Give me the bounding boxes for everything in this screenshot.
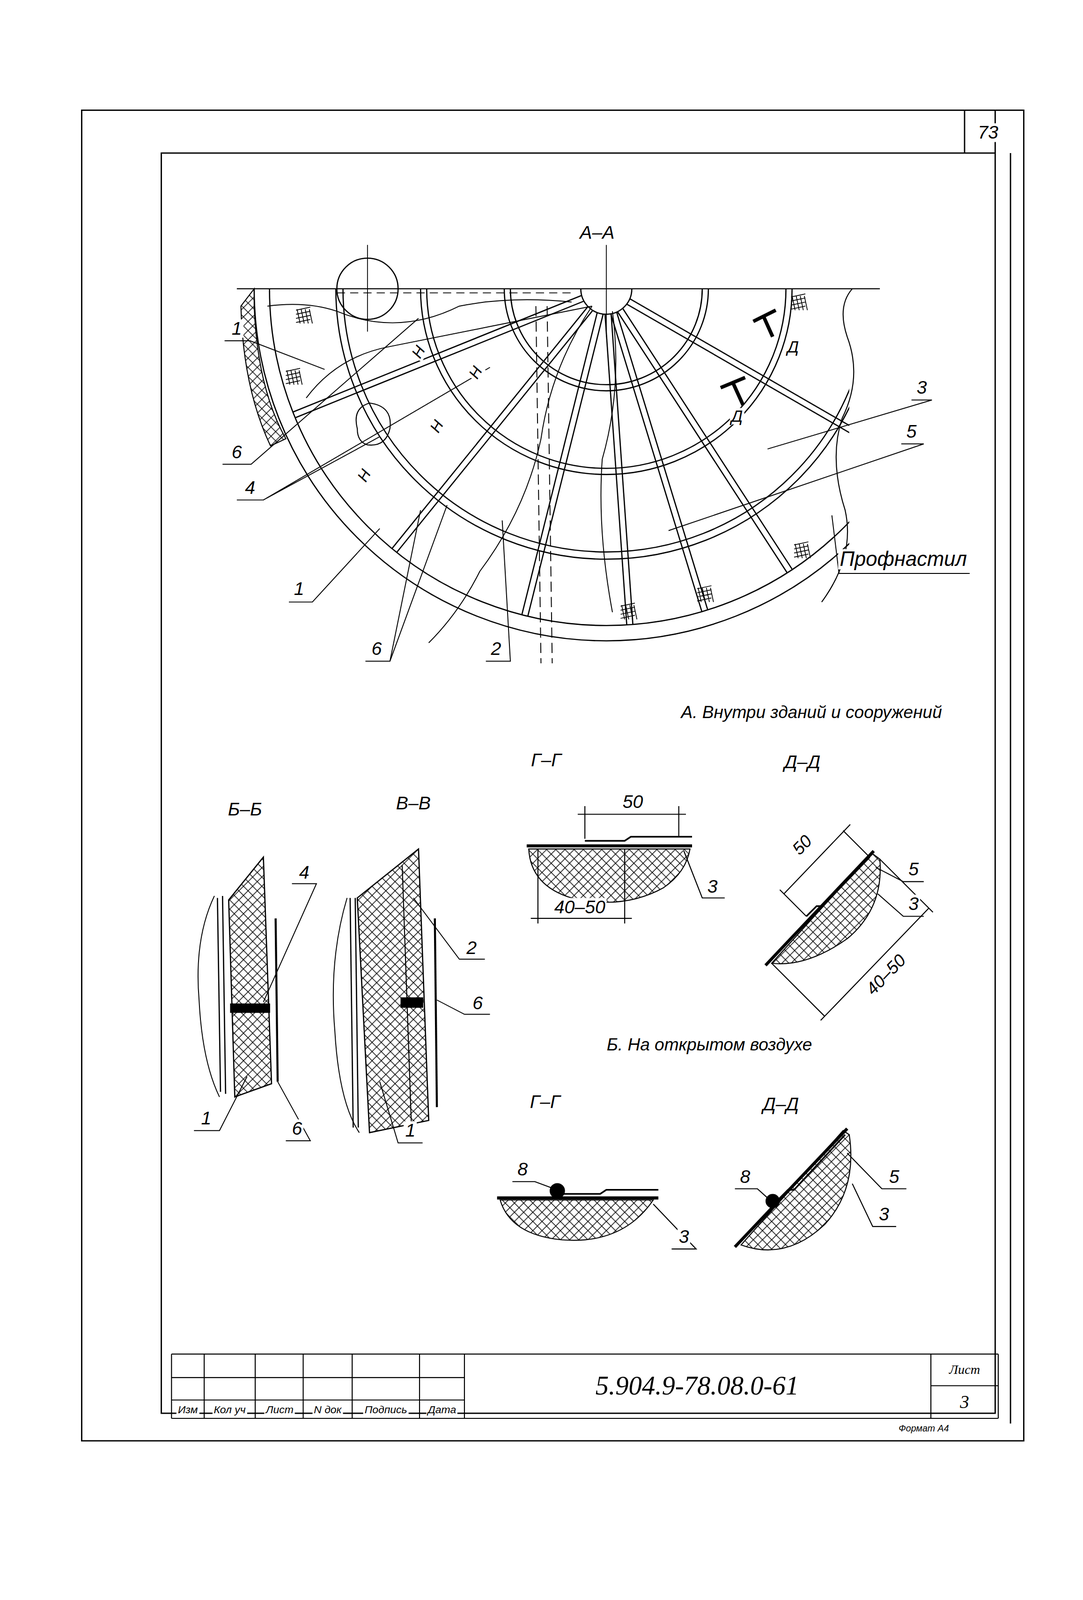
callout-label: Лист <box>947 1362 982 1377</box>
callout-label: 5 <box>906 860 921 879</box>
callout-label: 6 <box>471 994 485 1013</box>
rib <box>629 298 849 455</box>
leader-lines <box>222 318 970 662</box>
callout-label: 4 <box>297 863 311 882</box>
callout-label: В–В <box>394 794 433 813</box>
mesh-symbol <box>794 541 811 559</box>
callout-label: 8 <box>738 1167 752 1187</box>
frame <box>81 110 1024 1442</box>
rib <box>616 312 708 611</box>
callout-label: 3 <box>706 877 720 897</box>
rib <box>391 306 588 549</box>
rib <box>626 304 850 460</box>
callout-label: 40–50 <box>861 950 910 1000</box>
callout-label: 3 <box>677 1228 691 1247</box>
callout-label: 73 <box>976 123 1000 142</box>
section-g-g-outdoor <box>497 1181 697 1250</box>
callout-label: Г–Г <box>528 1093 562 1112</box>
callout-label: 2 <box>489 640 503 659</box>
mesh-symbol <box>285 368 303 385</box>
callout-label: Лист <box>264 1404 295 1415</box>
callout-label: Н <box>354 465 375 486</box>
callout-label: N док <box>312 1404 343 1415</box>
callout-label: 5 <box>905 422 919 442</box>
rib <box>294 301 584 418</box>
callout-label: 1 <box>403 1121 417 1141</box>
section-g-g <box>526 806 725 924</box>
callout-label: А–А <box>578 223 616 242</box>
callout-label: 3 <box>906 895 921 914</box>
mesh-symbol <box>620 603 637 620</box>
callout-label: Б. На открытом воздухе <box>605 1036 814 1054</box>
callout-label: 40–50 <box>552 898 607 917</box>
callout-label: Д–Д <box>761 1095 801 1114</box>
callout-label: 5 <box>887 1167 901 1187</box>
rib <box>622 308 793 570</box>
rib <box>617 311 788 574</box>
rib <box>293 295 582 413</box>
callout-label: 6 <box>370 640 384 659</box>
rib <box>527 314 604 617</box>
ring-arc <box>420 288 792 475</box>
callout-label: 5.904.9-78.08.0-61 <box>594 1372 801 1400</box>
rib <box>522 312 598 615</box>
section-d-d-outdoor <box>735 1128 907 1251</box>
section-a-a <box>236 244 959 664</box>
section-d-d <box>765 824 933 1021</box>
callout-label: Профнастил <box>838 549 969 570</box>
callout-label: Дата <box>426 1404 458 1415</box>
callout-label: Б–Б <box>226 800 264 819</box>
rib <box>396 310 593 553</box>
section-v-v <box>333 849 491 1144</box>
callout-label: Д–Д <box>782 753 822 772</box>
callout-label: 6 <box>230 442 244 462</box>
callout-label: 3 <box>915 378 929 398</box>
callout-label: Н <box>426 416 447 437</box>
callout-label: Д <box>786 338 801 356</box>
callout-label: 50 <box>788 831 817 860</box>
rib <box>611 314 702 612</box>
mesh-symbol <box>295 307 313 324</box>
callout-label: 1 <box>292 579 306 598</box>
ring-arc <box>269 288 850 626</box>
callout-label: Подпись <box>363 1404 409 1415</box>
callout-label: 4 <box>243 478 257 497</box>
ring-arc <box>426 288 786 469</box>
callout-label: 8 <box>515 1160 530 1179</box>
callout-label: Г–Г <box>529 751 563 770</box>
section-b-b <box>193 857 317 1142</box>
ring-arc <box>254 288 850 641</box>
title-block <box>171 1354 999 1419</box>
callout-label: А. Внутри зданий и сооружений <box>679 703 944 722</box>
callout-label: Кол уч <box>212 1404 247 1415</box>
mesh-symbol <box>697 585 714 603</box>
callout-label: Формат А4 <box>897 1424 951 1434</box>
rib <box>611 314 633 625</box>
callout-label: 1 <box>199 1109 213 1128</box>
callout-label: Изм <box>176 1404 199 1415</box>
callout-label: 50 <box>621 793 645 812</box>
mesh-symbol <box>790 294 808 311</box>
callout-label: 2 <box>464 939 479 958</box>
ring-arc <box>343 288 850 553</box>
callout-label: 6 <box>290 1119 304 1138</box>
callout-label: 1 <box>230 319 244 338</box>
callout-label: 3 <box>958 1393 971 1412</box>
callout-label: Д <box>729 408 745 425</box>
callout-label: 3 <box>877 1205 891 1224</box>
